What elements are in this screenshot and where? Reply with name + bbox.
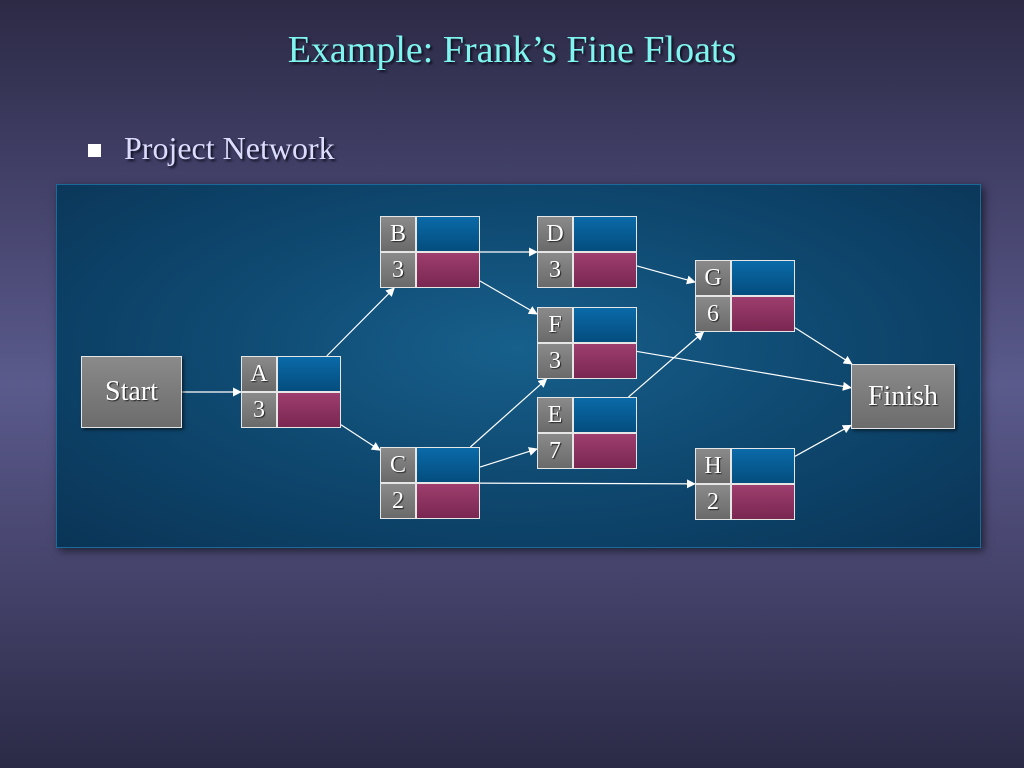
activity-top-cell bbox=[731, 448, 795, 484]
edge-a-c bbox=[340, 424, 381, 451]
activity-label: B bbox=[380, 216, 416, 252]
activity-duration: 6 bbox=[695, 296, 731, 332]
activity-label: C bbox=[380, 447, 416, 483]
bullet-text: Project Network bbox=[124, 130, 335, 166]
activity-label: A bbox=[241, 356, 277, 392]
edge-a-b bbox=[326, 287, 395, 357]
edge-d-g bbox=[636, 265, 696, 285]
activity-label: G bbox=[695, 260, 731, 296]
start-node: Start bbox=[81, 356, 182, 428]
activity-bottom-cell bbox=[573, 433, 637, 469]
activity-duration: 2 bbox=[695, 484, 731, 520]
edge-c-h bbox=[479, 479, 696, 489]
activity-duration: 7 bbox=[537, 433, 573, 469]
activity-duration: 3 bbox=[537, 252, 573, 288]
edge-c-f bbox=[469, 378, 548, 448]
activity-duration: 3 bbox=[537, 343, 573, 379]
activity-top-cell bbox=[573, 216, 637, 252]
edge-g-finish bbox=[794, 327, 853, 365]
activity-bottom-cell bbox=[416, 252, 480, 288]
activity-top-cell bbox=[731, 260, 795, 296]
activity-duration: 3 bbox=[241, 392, 277, 428]
activity-label: E bbox=[537, 397, 573, 433]
activity-duration: 3 bbox=[380, 252, 416, 288]
activity-label: D bbox=[537, 216, 573, 252]
network-diagram bbox=[182, 247, 853, 489]
activity-top-cell bbox=[573, 397, 637, 433]
activity-bottom-cell bbox=[416, 483, 480, 519]
activity-bottom-cell bbox=[731, 296, 795, 332]
slide-title: Example: Frank’s Fine Floats bbox=[287, 29, 737, 71]
activity-bottom-cell bbox=[573, 343, 637, 379]
activity-label: F bbox=[537, 307, 573, 343]
edge-e-g bbox=[628, 331, 705, 398]
activity-duration: 2 bbox=[380, 483, 416, 519]
edge-c-e bbox=[479, 447, 538, 468]
activity-top-cell bbox=[573, 307, 637, 343]
edge-h-finish bbox=[794, 424, 852, 457]
activity-top-cell bbox=[277, 356, 341, 392]
activity-top-cell bbox=[416, 447, 480, 483]
square-bullet-icon bbox=[88, 144, 101, 157]
activity-label: H bbox=[695, 448, 731, 484]
activity-bottom-cell bbox=[277, 392, 341, 428]
finish-node: Finish bbox=[851, 364, 955, 429]
activity-bottom-cell bbox=[731, 484, 795, 520]
activity-bottom-cell bbox=[573, 252, 637, 288]
edge-b-f bbox=[479, 280, 538, 315]
activity-top-cell bbox=[416, 216, 480, 252]
edge-f-finish bbox=[636, 350, 852, 391]
